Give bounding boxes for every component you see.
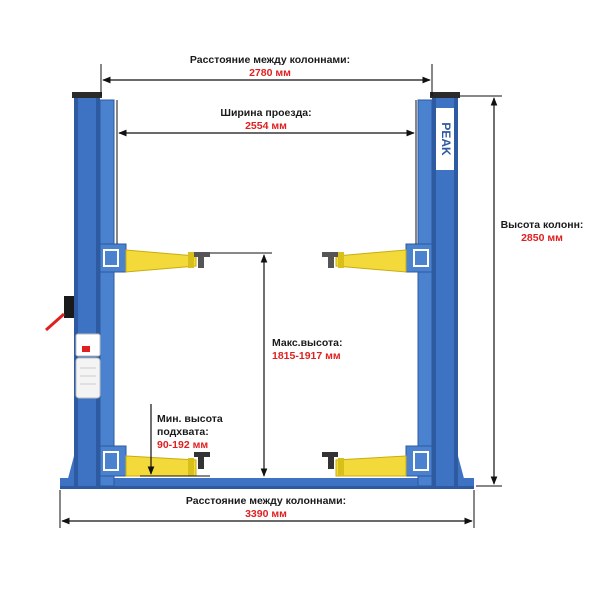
- dim-column-distance-bottom-value: 3390 мм: [245, 508, 287, 520]
- dim-min-pickup-height: Мин. высота подхвата: 90-192 мм: [140, 404, 223, 477]
- brand-logo: PEAK: [439, 122, 453, 156]
- release-handle: [45, 296, 74, 332]
- dim-drive-width: Ширина проезда: 2554 мм: [116, 100, 417, 244]
- left-lower-arm: [99, 445, 210, 477]
- dim-column-height-label: Высота колонн:: [501, 219, 584, 231]
- dim-column-distance-top-value: 2780 мм: [249, 67, 291, 79]
- dim-min-pickup-height-label-1: Мин. высота: [157, 413, 223, 425]
- dim-max-height-label: Макс.высота:: [272, 337, 342, 349]
- base-plate: [60, 478, 474, 488]
- dim-drive-width-label: Ширина проезда:: [220, 107, 311, 119]
- brand-logo-plate: [436, 108, 454, 170]
- dim-column-distance-bottom-label: Расстояние между колоннами:: [186, 495, 346, 507]
- dim-column-distance-top-label: Расстояние между колоннами:: [190, 54, 350, 66]
- left-column: [66, 92, 115, 487]
- dim-max-height: Макс.высота: 1815-1917 мм: [210, 252, 342, 477]
- dim-min-pickup-height-label-2: подхвата:: [157, 426, 209, 438]
- dim-column-height: Высота колонн: 2850 мм: [460, 95, 584, 487]
- dim-column-distance-top: Расстояние между колоннами: 2780 мм: [100, 54, 433, 96]
- dim-column-height-value: 2850 мм: [521, 232, 563, 244]
- left-upper-arm: [99, 243, 210, 273]
- left-column-cap: [72, 92, 102, 98]
- control-box: [75, 333, 101, 399]
- right-upper-arm: [322, 243, 433, 273]
- dim-drive-width-value: 2554 мм: [245, 120, 287, 132]
- base-plate-shadow: [60, 486, 474, 489]
- dim-column-distance-bottom: Расстояние между колоннами: 3390 мм: [59, 490, 475, 528]
- dim-max-height-value: 1815-1917 мм: [272, 350, 341, 362]
- dim-min-pickup-height-value: 90-192 мм: [157, 439, 208, 451]
- right-lower-arm: [322, 445, 433, 477]
- right-column-cap: [430, 92, 460, 98]
